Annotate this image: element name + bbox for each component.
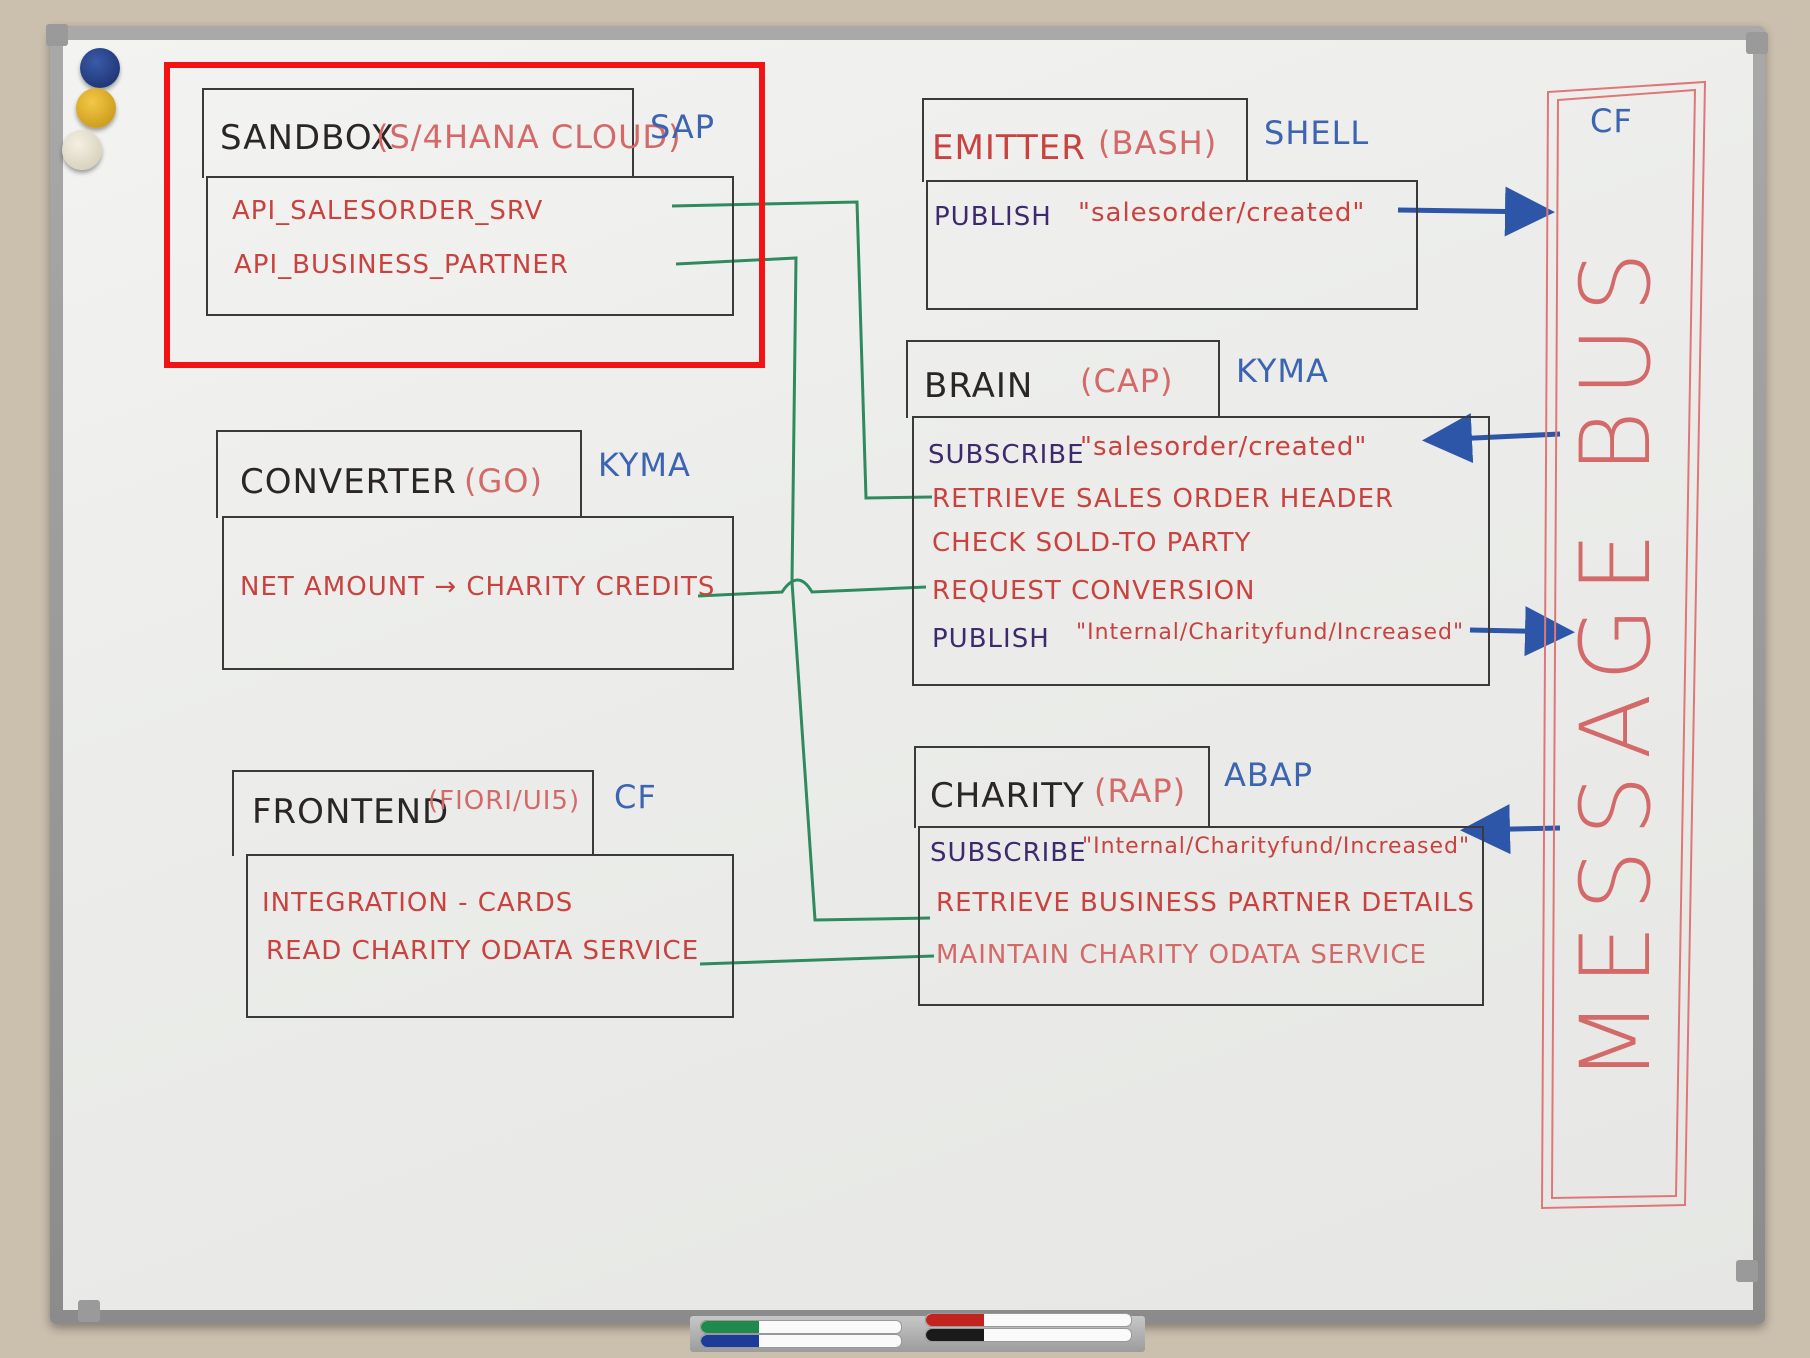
marker-green[interactable] [700,1320,902,1334]
converter-body-box [222,516,734,670]
emitter-publish-topic: "salesorder/created" [1078,198,1366,228]
emitter-body-box [926,180,1418,310]
brain-step: RETRIEVE SALES ORDER HEADER [932,484,1395,514]
emitter-header-box [922,98,1248,182]
converter-subtitle: (GO) [464,462,543,500]
frontend-item: READ CHARITY ODATA SERVICE [266,936,700,966]
brain-title: BRAIN [924,366,1034,406]
arrow-brain-subscribe [1422,413,1561,464]
converter-header-box [216,430,582,518]
brain-platform: KYMA [1236,352,1329,390]
charity-subtitle: (RAP) [1094,772,1187,810]
converter-title: CONVERTER [240,462,457,502]
frontend-subtitle: (FIORI/UI5) [428,786,581,816]
charity-platform: ABAP [1224,756,1314,794]
frame-corner [78,1300,100,1322]
brain-subscribe-keyword: SUBSCRIBE [928,440,1085,470]
sandbox-item: API_BUSINESS_PARTNER [234,250,569,280]
emitter-publish-keyword: PUBLISH [934,202,1052,232]
brain-header-box [906,340,1220,418]
sandbox-body-box [206,176,734,316]
message-bus-platform: CF [1590,102,1633,140]
arrow-brain-publish [1469,606,1575,657]
brain-publish-keyword: PUBLISH [932,624,1050,654]
frame-corner [46,24,68,46]
magnet-blue[interactable] [80,48,120,88]
emitter-subtitle: (BASH) [1098,124,1218,162]
sandbox-highlight-box [164,62,765,368]
marker-black[interactable] [925,1328,1132,1342]
charity-subscribe-topic: "Internal/Charityfund/Increased" [1082,834,1471,859]
charity-step: MAINTAIN CHARITY ODATA SERVICE [936,940,1427,970]
sandbox-subtitle: (S/4HANA CLOUD) [376,118,682,156]
frame-corner [1736,1260,1758,1282]
frontend-item: INTEGRATION - CARDS [262,888,574,918]
sandbox-header-box [202,88,634,178]
converter-item: NET AMOUNT → CHARITY CREDITS [240,572,716,602]
message-bus-inner-outline [1550,88,1697,1200]
brain-subscribe-topic: "salesorder/created" [1080,432,1368,462]
frontend-title: FRONTEND [252,792,450,832]
emitter-title: EMITTER [932,128,1086,168]
converter-platform: KYMA [598,446,691,484]
charity-title: CHARITY [930,776,1085,816]
brain-body-box [912,416,1490,686]
frame-corner [1746,32,1768,54]
magnet-yellow[interactable] [76,88,116,128]
arrow-emitter-publish [1397,186,1555,237]
whiteboard-surface [63,40,1753,1310]
brain-publish-topic: "Internal/Charityfund/Increased" [1076,620,1465,645]
frontend-platform: CF [614,778,657,816]
brain-step: CHECK SOLD-TO PARTY [932,528,1252,558]
wire-converter-to-brain [697,578,927,598]
frontend-body-box [246,854,734,1018]
charity-header-box [914,746,1210,828]
brain-step: REQUEST CONVERSION [932,576,1256,606]
brain-subtitle: (CAP) [1080,362,1174,400]
sandbox-title: SANDBOX [220,118,395,158]
marker-red[interactable] [925,1313,1132,1327]
charity-step: RETRIEVE BUSINESS PARTNER DETAILS [936,888,1476,918]
frontend-header-box [232,770,594,856]
marker-blue[interactable] [700,1334,902,1348]
sandbox-platform: SAP [650,108,716,146]
message-bus-outline [1540,80,1707,1210]
charity-subscribe-keyword: SUBSCRIBE [930,838,1087,868]
message-bus-label: MESSAGE BUS [1560,237,1672,1083]
magnet-white[interactable] [62,130,102,170]
charity-body-box [918,826,1484,1006]
wire-frontend-to-charity [699,954,935,966]
sandbox-item: API_SALESORDER_SRV [232,196,544,226]
emitter-platform: SHELL [1264,114,1370,152]
